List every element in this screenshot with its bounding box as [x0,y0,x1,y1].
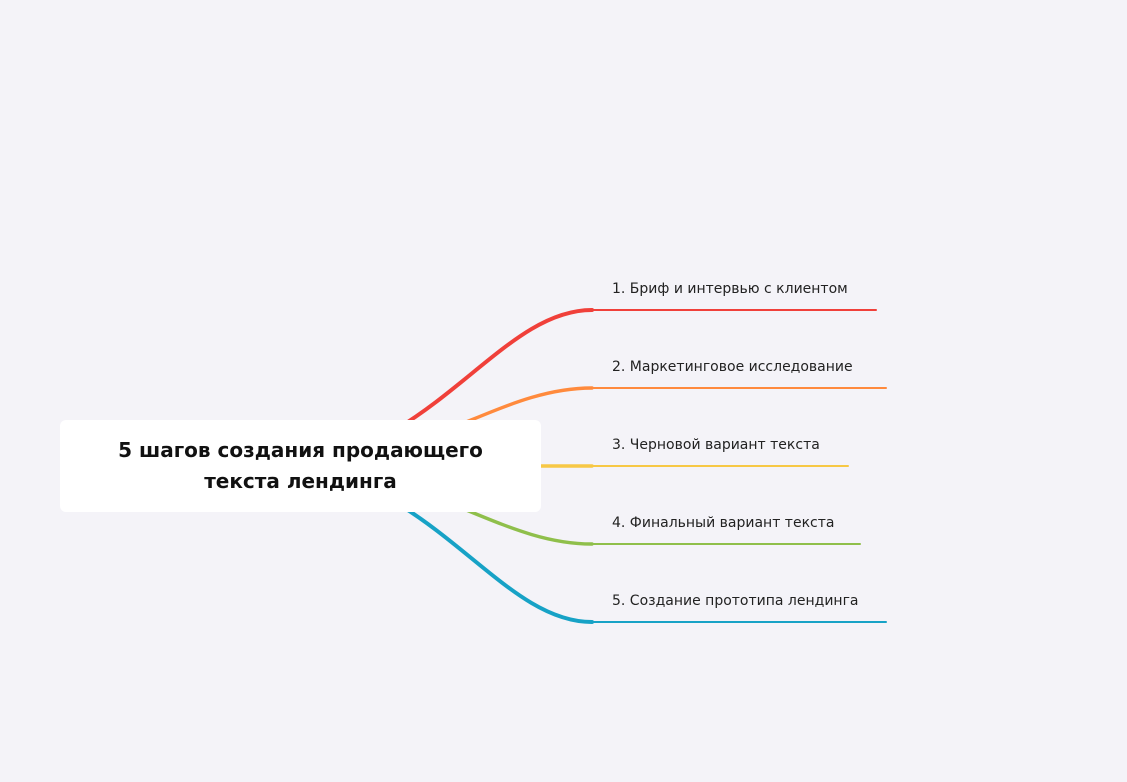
branch-label-4[interactable]: 4. Финальный вариант текста [612,515,835,531]
branch-label-1[interactable]: 1. Бриф и интервью с клиентом [612,281,848,297]
central-topic-node[interactable]: 5 шагов создания продающего текста ленди… [60,420,541,512]
central-topic-title: 5 шагов создания продающего текста ленди… [118,438,483,493]
branch-label-5[interactable]: 5. Создание прототипа лендинга [612,593,859,609]
branch-label-2[interactable]: 2. Маркетинговое исследование [612,359,853,375]
branch-label-3[interactable]: 3. Черновой вариант текста [612,437,820,453]
